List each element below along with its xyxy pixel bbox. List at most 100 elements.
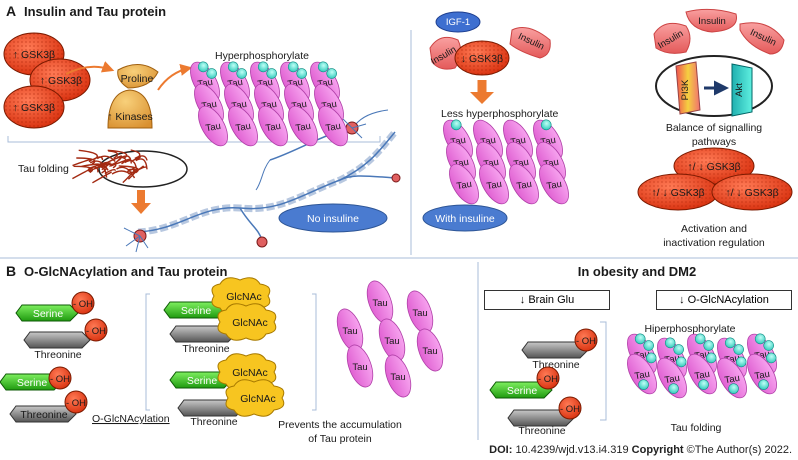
phosphate-dot (724, 337, 736, 349)
tangle-fibers (72, 149, 148, 184)
tau-body (258, 105, 288, 147)
amino-acids-glcnac: SerineGlcNAcThreonineGlcNAcSerineGlcNAcT… (163, 277, 285, 428)
phosphate-dot (675, 356, 687, 368)
serine-label: Serine (33, 308, 64, 320)
serine-label: Serine (17, 377, 48, 389)
phosphate-dot (296, 68, 307, 79)
tau-label: Tau (634, 369, 651, 382)
hydroxyl-label: - OH (50, 374, 70, 385)
tau-protein: Tau (627, 353, 657, 395)
oglcnac-down-box: ↓ O-GlcNAcylation (656, 290, 792, 310)
serine-label: Serine (181, 305, 212, 317)
phosphate-dot (317, 61, 329, 73)
threonine-label: Threonine (190, 416, 237, 428)
phosphate-dot (257, 61, 269, 73)
tau-protein: Tau (406, 290, 434, 334)
phosphate-dot (765, 352, 777, 364)
bracket-b-left (145, 293, 150, 411)
copyright-value: ©The Author(s) 2022. (686, 444, 792, 456)
phosphate-dot (694, 333, 706, 345)
tau-label: Tau (235, 121, 252, 134)
phosphate-dot (227, 61, 239, 73)
tau-protein: Tau (288, 105, 318, 147)
tau-body (416, 328, 444, 372)
tau-body (288, 105, 318, 147)
glcnac-label: GlcNAc (226, 291, 262, 303)
tau-body (318, 105, 348, 147)
arrow-less-hyper (470, 92, 494, 104)
threonine-block (23, 331, 91, 349)
oglcnacylation-label: O-GlcNAcylation (92, 413, 170, 425)
phosphate-dot (705, 352, 717, 364)
gsk-down-label: ↓ GSK3β (461, 53, 503, 65)
tau-body (539, 163, 569, 205)
kinases-label: ↑ Kinases (107, 111, 153, 123)
tau-label: Tau (486, 179, 503, 192)
footer: DOI: 10.4239/wjd.v13.i4.319 Copyright ©T… (489, 444, 792, 456)
gsk-updown-label-left: ↑/ ↓ GSK3β (651, 187, 704, 199)
threonine-label: Threonine (34, 349, 81, 361)
brain-glu-box: ↓ Brain Glu (484, 290, 610, 310)
hydroxyl-circle (574, 328, 598, 352)
tau-tangle-oval (98, 150, 188, 188)
bracket-b-obesity (600, 321, 607, 421)
tau-label: Tau (694, 369, 711, 382)
hiperphosphorylate-label: Hiperphosphorylate (644, 323, 735, 335)
tau-label: Tau (516, 179, 533, 192)
panel-a-title: Insulin and Tau protein (24, 4, 166, 19)
tau-tangle (72, 149, 148, 184)
hydroxyl-circle (558, 396, 582, 420)
tau-protein: Tau (687, 353, 717, 395)
tau-label: Tau (342, 326, 357, 337)
tau-label: Tau (664, 373, 681, 386)
gsk-up-label-1: ↑ GSK3β (13, 49, 55, 61)
tau-label: Tau (352, 362, 367, 373)
glcnac-label: GlcNAc (232, 367, 268, 379)
tau-protein: Tau (346, 344, 374, 388)
hydroxyl-label: - OH (560, 404, 580, 415)
threonine-label: Threonine (182, 343, 229, 355)
igf1-badge (435, 11, 481, 33)
phosphate-dot (758, 379, 769, 390)
tau-protein: Tau (449, 163, 479, 205)
panel-b-letter: B (6, 263, 16, 279)
tau-label: Tau (754, 369, 771, 382)
phosphate-dot (236, 68, 247, 79)
tau-body (747, 353, 777, 395)
tau-protein: Tau (479, 163, 509, 205)
brain-glu-label: ↓ Brain Glu (519, 294, 575, 306)
serine-label: Serine (187, 375, 218, 387)
threonine-label: Threonine (20, 409, 67, 421)
pi3k-label: PI3K (680, 79, 691, 100)
gsk-up-cluster: ↑ GSK3β ↑ GSK3β ↑ GSK3β (3, 32, 91, 129)
tau-protein: Tau (384, 354, 412, 398)
threonine-label: Threonine (518, 425, 565, 437)
panel-a-letter: A (6, 3, 16, 19)
with-insuline-badge (422, 204, 508, 232)
kinase-shape: Proline ↑ Kinases (107, 64, 159, 129)
phosphate-dot (763, 340, 774, 351)
pi3k-block (675, 61, 701, 115)
tau-body (479, 163, 509, 205)
bracket-b-right (312, 293, 317, 411)
tau-protein: Tau (509, 163, 539, 205)
no-insuline-badge (278, 203, 388, 233)
phosphate-dot (638, 379, 649, 390)
tau-protein: Tau (318, 105, 348, 147)
tau-protein: Tau (539, 163, 569, 205)
hydroxyl-label: - OH (576, 336, 596, 347)
serine-block (15, 304, 79, 322)
phosphate-dot (643, 340, 654, 351)
tau-label: Tau (265, 121, 282, 134)
tau-label: Tau (412, 308, 427, 319)
tau-label: Tau (546, 179, 563, 192)
tau-label: Tau (390, 372, 405, 383)
tau-body (627, 353, 657, 395)
tau-label: Tau (295, 121, 312, 134)
tau-label: Tau (456, 179, 473, 192)
